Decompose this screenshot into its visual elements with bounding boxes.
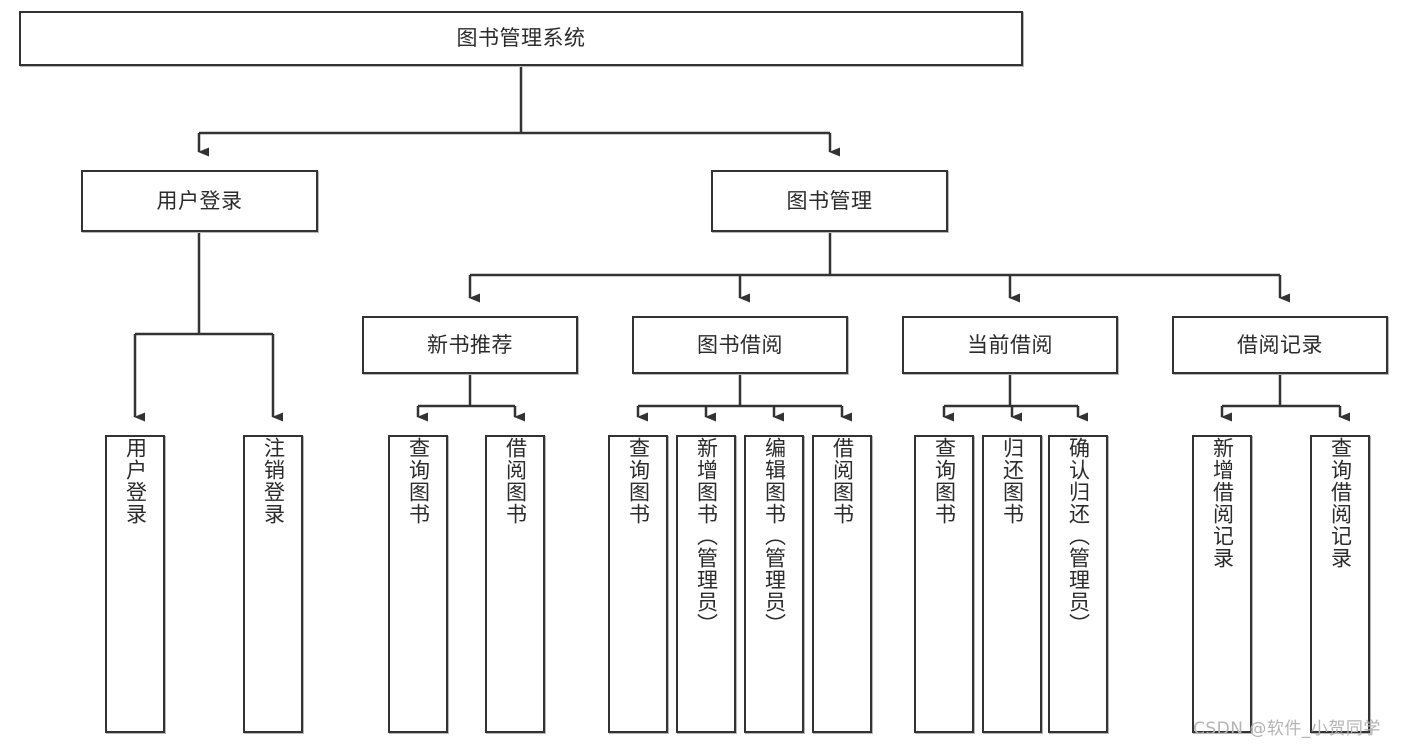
leaf-user-logout[interactable]: 注销登录 <box>243 435 303 733</box>
leaf-borrow-lend-book-label: 借阅图书 <box>830 437 855 525</box>
leaf-record-add-label: 新增借阅记录 <box>1210 437 1235 569</box>
leaf-current-return-book-label: 归还图书 <box>1000 437 1025 525</box>
leaf-record-add[interactable]: 新增借阅记录 <box>1192 435 1252 733</box>
leaf-borrow-edit-book-label: 编辑图书（管理员） <box>762 437 787 635</box>
leaf-new-borrow-book[interactable]: 借阅图书 <box>485 435 545 733</box>
leaf-borrow-add-book-label: 新增图书（管理员） <box>694 437 719 635</box>
leaf-new-query-book[interactable]: 查询图书 <box>388 435 448 733</box>
leaf-borrow-query-book[interactable]: 查询图书 <box>608 435 668 733</box>
node-user-login-module-label: 用户登录 <box>156 188 243 213</box>
node-current-borrow-label: 当前借阅 <box>967 332 1053 357</box>
node-current-borrow[interactable]: 当前借阅 <box>902 316 1118 374</box>
node-book-borrow-label: 图书借阅 <box>697 332 783 357</box>
edge-new-to-leaves <box>416 374 525 422</box>
leaf-current-query-book[interactable]: 查询图书 <box>914 435 974 733</box>
edge-book-to-level3 <box>468 232 1290 303</box>
leaf-borrow-add-book[interactable]: 新增图书（管理员） <box>676 435 736 733</box>
edge-user-to-leaves <box>133 232 283 422</box>
leaf-user-login-label: 用户登录 <box>123 437 148 525</box>
edge-borrow-to-leaves <box>636 374 852 422</box>
node-book-management-module[interactable]: 图书管理 <box>711 170 948 232</box>
node-book-management-module-label: 图书管理 <box>786 188 873 213</box>
leaf-user-login[interactable]: 用户登录 <box>105 435 165 733</box>
edge-root-to-level2 <box>197 66 840 157</box>
node-new-book-recommend-label: 新书推荐 <box>427 332 513 357</box>
leaf-current-confirm-return[interactable]: 确认归还（管理员） <box>1048 435 1108 733</box>
node-new-book-recommend[interactable]: 新书推荐 <box>362 316 578 374</box>
node-book-borrow[interactable]: 图书借阅 <box>632 316 848 374</box>
node-root-label: 图书管理系统 <box>456 26 586 51</box>
node-borrow-record-label: 借阅记录 <box>1237 332 1323 357</box>
node-root[interactable]: 图书管理系统 <box>19 11 1023 66</box>
edge-record-to-leaves <box>1220 374 1350 422</box>
leaf-current-return-book[interactable]: 归还图书 <box>982 435 1042 733</box>
leaf-current-confirm-return-label: 确认归还（管理员） <box>1066 437 1091 635</box>
leaf-borrow-edit-book[interactable]: 编辑图书（管理员） <box>744 435 804 733</box>
leaf-new-query-book-label: 查询图书 <box>406 437 431 525</box>
leaf-borrow-lend-book[interactable]: 借阅图书 <box>812 435 872 733</box>
edge-current-to-leaves <box>942 374 1088 422</box>
leaf-borrow-query-book-label: 查询图书 <box>626 437 651 525</box>
node-borrow-record[interactable]: 借阅记录 <box>1172 316 1388 374</box>
leaf-record-query[interactable]: 查询借阅记录 <box>1310 435 1370 733</box>
leaf-current-query-book-label: 查询图书 <box>932 437 957 525</box>
csdn-watermark: CSDN @软件_小贺同学 <box>1193 719 1381 739</box>
node-user-login-module[interactable]: 用户登录 <box>81 170 318 232</box>
leaf-record-query-label: 查询借阅记录 <box>1328 437 1353 569</box>
leaf-new-borrow-book-label: 借阅图书 <box>503 437 528 525</box>
leaf-user-logout-label: 注销登录 <box>261 437 286 525</box>
